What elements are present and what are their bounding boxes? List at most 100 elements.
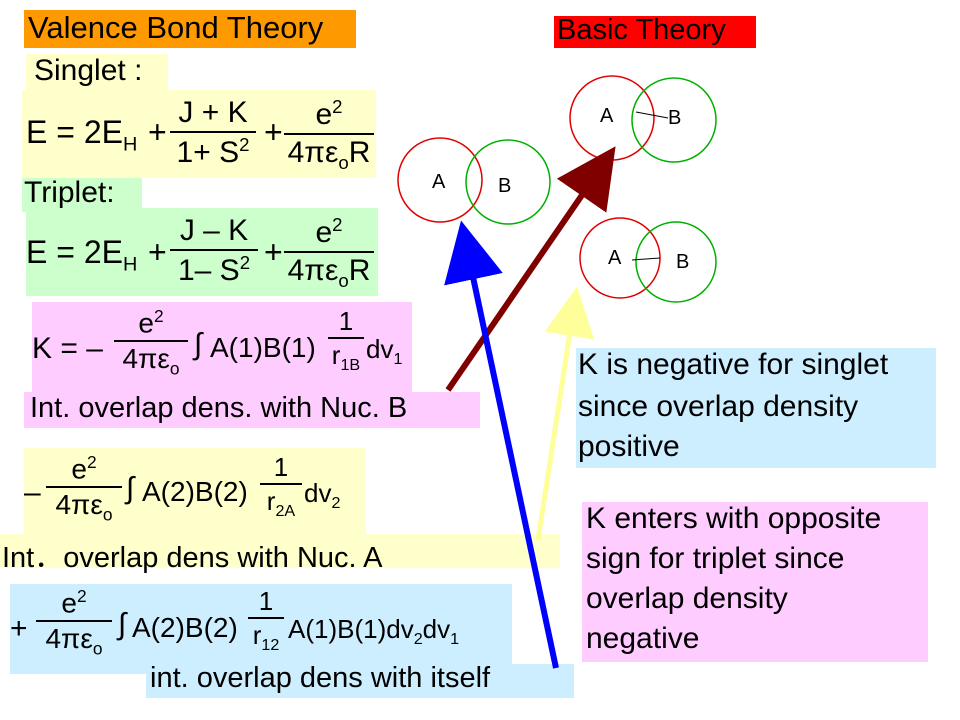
k-frac2: 1 r1B: [328, 308, 364, 373]
triplet-label-box: [22, 178, 142, 212]
arrow-to-top-orbitals: [445, 146, 616, 392]
singlet-lhs-sub: H: [122, 133, 138, 156]
singlet-frac2: e2 4πεoR: [284, 97, 374, 173]
basic-theory-box: [554, 16, 756, 48]
note-triplet-box: [582, 502, 928, 662]
self-tail-mid: dv: [422, 614, 451, 644]
self-lhs: +: [10, 612, 28, 645]
triplet-plus1: +: [148, 234, 167, 270]
singlet-plus2: +: [264, 114, 283, 150]
self-den3: r: [252, 620, 262, 650]
k-integral: ∫: [194, 328, 203, 361]
singlet-den2-sub: o: [338, 152, 349, 173]
triplet-frac2: e2 4πεoR: [284, 214, 374, 291]
note-singlet-box: [576, 348, 936, 468]
singlet-num2: e: [315, 98, 333, 131]
singlet-frac1: J + K 1+ S2: [170, 98, 256, 168]
orbital-b-bottom: [635, 221, 717, 303]
a-num3: 1: [273, 452, 289, 482]
orbital-label-b-top: B: [668, 107, 681, 129]
singlet-num1: J + K: [178, 96, 248, 129]
singlet-den1-sup: 2: [239, 134, 250, 155]
a-lhs: –: [24, 476, 41, 509]
self-num: e: [61, 587, 77, 619]
a-num: e: [71, 453, 87, 485]
a-equation-box: [24, 448, 366, 536]
k-den: 4πε: [122, 343, 170, 375]
self-integral: ∫: [118, 608, 127, 641]
self-tail-sub2: 1: [450, 630, 460, 649]
caption-self: int. overlap dens with itself: [150, 662, 491, 694]
overlap-line-top: [635, 111, 669, 119]
note-triplet-line-3: overlap density: [586, 582, 788, 615]
triplet-den1: 1– S: [177, 254, 240, 287]
triplet-lhs: E = 2E: [26, 234, 123, 270]
triplet-plus2: +: [264, 234, 283, 270]
self-equation-box: [10, 584, 512, 674]
self-num3: 1: [258, 586, 274, 616]
triplet-num1: J – K: [179, 214, 249, 247]
orbital-b-middle: [465, 139, 551, 225]
orbital-label-a-top: A: [600, 105, 614, 127]
triplet-den2-sub: o: [338, 270, 349, 291]
triplet-den2-tail: R: [348, 254, 371, 287]
caption-a: Int．overlap dens with Nuc. A: [2, 542, 383, 574]
triplet-equation: E = 2EH + J – K 1– S2 + e2 4πεoR: [26, 208, 378, 296]
self-frac1: e2 4πεo: [36, 586, 112, 658]
triplet-label: Triplet:: [24, 176, 115, 209]
note-singlet-line-2: since overlap density: [578, 390, 859, 423]
triplet-frac1: J – K 1– S2: [170, 216, 258, 286]
k-tail: dv: [366, 334, 394, 364]
singlet-equation: E = 2EH + J + K 1+ S2 + e2 4πεoR: [22, 90, 376, 178]
caption-b: Int. overlap dens. with Nuc. B: [30, 392, 408, 424]
note-triplet-line-4: negative: [586, 622, 700, 655]
singlet-plus1: +: [148, 114, 167, 150]
orbital-label-b-bottom: B: [676, 251, 689, 273]
singlet-den2: 4πε: [287, 136, 339, 169]
a-den-sub: o: [102, 504, 113, 525]
a-frac1: e2 4πεo: [46, 452, 122, 525]
note-triplet-line-2: sign for triplet since: [586, 542, 845, 575]
singlet-den2-tail: R: [348, 136, 371, 169]
k-lhs: K = –: [32, 332, 103, 365]
k-den-sub: o: [169, 358, 180, 379]
k-den3: r: [331, 340, 341, 370]
k-body: A(1)B(1): [210, 332, 316, 363]
singlet-den1: 1+ S: [176, 136, 240, 169]
note-triplet-line-1: K enters with opposite: [586, 502, 882, 535]
self-tail-sub1: 2: [413, 630, 423, 649]
caption-a-box: [0, 534, 560, 568]
a-frac2: 1 r2A: [260, 454, 302, 519]
triplet-lhs-sub: H: [122, 253, 138, 276]
self-tail: A(1)B(1)dv: [288, 614, 414, 644]
a-integral: ∫: [126, 472, 135, 505]
caption-b-box: [24, 392, 480, 428]
orbital-label-a-middle: A: [432, 171, 446, 193]
orbital-label-b-middle: B: [498, 175, 511, 197]
page-title: Valence Bond Theory: [28, 10, 324, 45]
k-tail-sub: 1: [393, 350, 403, 369]
caption-self-box: [146, 664, 574, 698]
arrow-to-bottom-orbitals: [535, 286, 595, 541]
self-equation: + e2 4πεo ∫ A(2)B(2) 1 r12 A(1)B(1)dv2dv…: [10, 584, 512, 674]
a-den3-sub: 2A: [275, 502, 296, 521]
a-tail: dv: [304, 478, 332, 508]
a-den3: r: [266, 486, 276, 516]
orbital-label-a-bottom: A: [608, 247, 622, 269]
k-den3-sub: 1B: [340, 356, 361, 375]
singlet-label-box: [26, 54, 168, 90]
self-body: A(2)B(2): [132, 612, 238, 643]
a-body: A(2)B(2): [142, 476, 248, 507]
basic-theory-title: Basic Theory: [557, 14, 726, 46]
triplet-num2: e: [315, 216, 333, 249]
note-singlet-line-3: positive: [578, 430, 680, 463]
self-num-sup: 2: [76, 586, 87, 606]
triplet-den2: 4πε: [287, 254, 339, 287]
triplet-den1-sup: 2: [239, 252, 251, 273]
a-num-sup: 2: [86, 452, 97, 472]
arrow-to-middle-orbitals: [444, 220, 559, 669]
k-num: e: [138, 307, 154, 339]
triplet-num2-sup: 2: [332, 214, 343, 235]
singlet-lhs: E = 2E: [26, 114, 123, 150]
